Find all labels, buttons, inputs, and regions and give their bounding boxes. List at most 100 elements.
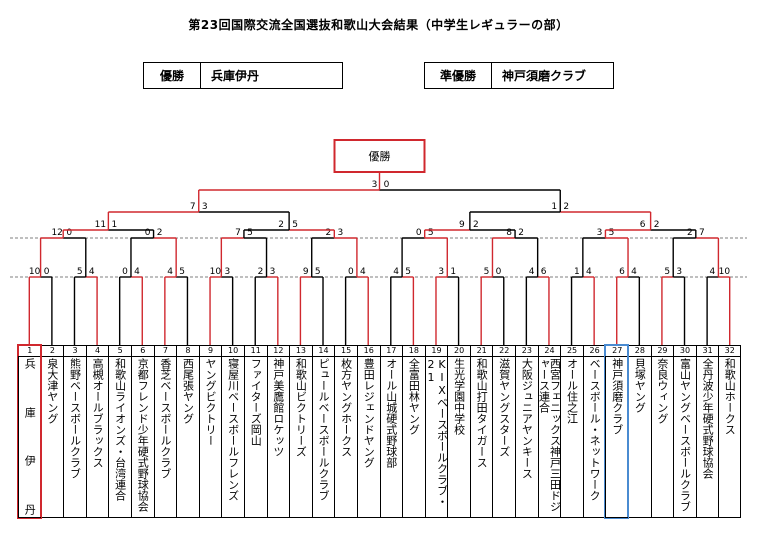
score-label: 8 [506, 228, 512, 238]
team-name: 和歌山打田タイガース [469, 356, 493, 518]
runner-up-label: 準優勝 [425, 63, 492, 88]
score-label: 5 [484, 267, 490, 277]
score-label: 0 [496, 267, 502, 277]
score-label: 7 [190, 202, 196, 212]
score-label: 3 [597, 228, 603, 238]
team-number: 2 [40, 345, 64, 357]
team-name: 神戸須磨クラブ [605, 356, 629, 518]
team-name: 全丹波少年硬式野球協会 [695, 356, 719, 518]
team-name: オール住之江 [560, 356, 583, 518]
score-label: 5 [77, 267, 83, 277]
team-number: 7 [153, 345, 177, 357]
team-number: 31 [695, 345, 719, 357]
team-number: 27 [605, 345, 629, 357]
team-number: 18 [402, 345, 425, 357]
runner-up-box: 準優勝 神戸須磨クラブ [424, 62, 614, 89]
score-label: 6 [640, 220, 646, 230]
score-label: 5 [609, 228, 615, 238]
score-label: 2 [278, 220, 284, 230]
score-label: 0 [44, 267, 50, 277]
score-label: 2 [473, 220, 479, 230]
score-label: 3 [676, 267, 682, 277]
team-number: 30 [673, 345, 696, 357]
team-name: 香芝ベースボールクラブ [153, 356, 177, 518]
team-number: 25 [560, 345, 583, 357]
final-champion-box [333, 139, 426, 173]
score-label: 1 [551, 202, 557, 212]
team-number: 6 [130, 345, 154, 357]
final-champion-label: 優勝 [369, 149, 391, 163]
team-number: 28 [628, 345, 651, 357]
page-title: 第23回国際交流全国選抜和歌山大会結果（中学生レギュラーの部） [188, 18, 569, 32]
score-label: 0 [122, 267, 128, 277]
team-name: 全富田林ヤング [402, 356, 425, 518]
team-name: 枚方ヤングホークス [334, 356, 357, 518]
team-number: 10 [221, 345, 244, 357]
score-label: 2 [157, 228, 163, 238]
score-label: 1 [450, 267, 456, 277]
team-number: 32 [718, 345, 741, 357]
score-label: 7 [699, 228, 705, 238]
team-name: 豊田レジェンドヤング [356, 356, 380, 518]
score-label: 5 [292, 220, 298, 230]
team-name: 兵庫伊丹 [18, 356, 41, 518]
score-label: 5 [428, 228, 434, 238]
score-label: 4 [89, 267, 95, 277]
score-label: 2 [518, 228, 524, 238]
score-label: 0 [416, 228, 422, 238]
team-name: 奈良ウィング [650, 356, 674, 518]
score-label: 5 [179, 267, 185, 277]
runner-up-team: 神戸須磨クラブ [502, 69, 587, 83]
score-label: 3 [270, 267, 276, 277]
score-label: 2 [258, 267, 264, 277]
score-label: 5 [315, 267, 321, 277]
team-name: 大阪ジュニアヤンキース [515, 356, 538, 518]
team-number: 13 [289, 345, 312, 357]
score-label: 0 [145, 228, 151, 238]
score-label: 7 [235, 228, 241, 238]
team-number: 29 [650, 345, 674, 357]
score-label: 3 [372, 180, 378, 190]
team-number: 23 [515, 345, 538, 357]
champion-label: 優勝 [144, 63, 201, 88]
score-label: 12 [51, 228, 62, 238]
team-number: 21 [469, 345, 493, 357]
team-number: 22 [492, 345, 516, 357]
score-label: 4 [393, 267, 399, 277]
score-label: 0 [384, 180, 390, 190]
team-name: 貝塚ヤング [628, 356, 651, 518]
score-label: 3 [438, 267, 444, 277]
score-label: 4 [631, 267, 637, 277]
score-label: 5 [405, 267, 411, 277]
team-number: 26 [582, 345, 606, 357]
score-label: 4 [586, 267, 592, 277]
score-label: 2 [325, 228, 331, 238]
team-name: 西尾張ヤング [176, 356, 199, 518]
